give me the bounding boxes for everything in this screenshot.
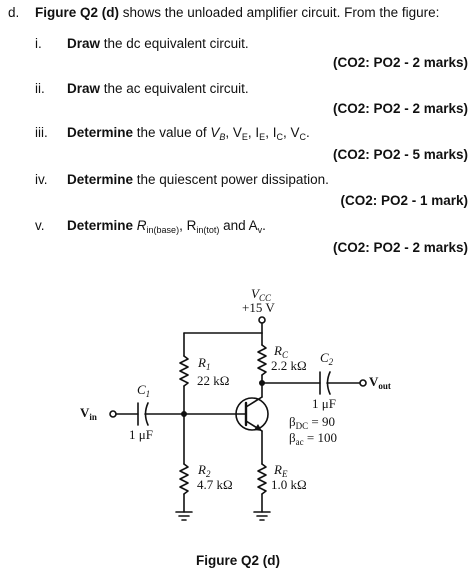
vout-terminal	[359, 379, 367, 387]
item-marks: (CO2: PO2 - 2 marks)	[332, 55, 468, 70]
sep: and A	[219, 218, 258, 233]
vout-label: Vout	[369, 374, 391, 391]
figure-ref: Figure Q2 (d)	[35, 5, 119, 20]
vcc-label: VCC	[251, 286, 272, 303]
var-sub: in(tot)	[196, 225, 220, 235]
var-ie-sub: E	[259, 132, 266, 142]
item-verb: Determine	[67, 218, 134, 233]
item-verb: Determine	[67, 172, 134, 187]
item-rest: the value of	[133, 125, 211, 140]
var-sub: v	[257, 225, 263, 235]
item-number: ii.	[35, 81, 45, 96]
sep: , I	[247, 125, 260, 140]
sep: , V	[282, 125, 300, 140]
item-number: v.	[35, 218, 45, 233]
vcc-terminal	[258, 316, 266, 324]
vcc-value: +15 V	[242, 300, 275, 315]
question-intro: Figure Q2 (d) shows the unloaded amplifi…	[35, 5, 439, 21]
item-text: Draw the dc equivalent circuit.	[67, 36, 249, 52]
beta-dc: βDC = 90	[289, 414, 335, 431]
sep: .	[305, 125, 310, 140]
var-sub: in(base)	[146, 225, 180, 235]
item-text: Determine Rin(base), Rin(tot) and Av.	[67, 218, 266, 238]
rc-value: 2.2 kΩ	[271, 358, 307, 373]
question-label: d.	[8, 5, 20, 20]
item-text: Determine the quiescent power dissipatio…	[67, 172, 329, 188]
item-marks: (CO2: PO2 - 2 marks)	[332, 101, 468, 116]
intro-text: shows the unloaded amplifier circuit. Fr…	[119, 5, 440, 20]
r2-value: 4.7 kΩ	[197, 477, 233, 492]
item-number: iv.	[35, 172, 48, 187]
item-number: i.	[35, 36, 42, 51]
rc-label: RC	[273, 343, 289, 360]
rc-resistor	[257, 344, 267, 376]
item-marks: (CO2: PO2 - 5 marks)	[332, 147, 468, 162]
r2-resistor	[179, 463, 189, 495]
item-verb: Draw	[67, 36, 101, 51]
sep: , V	[225, 125, 242, 140]
var-ic-sub: C	[276, 132, 283, 142]
item-verb: Draw	[67, 81, 101, 96]
sep: , R	[179, 218, 197, 233]
r2-label: R2	[197, 462, 211, 479]
re-value: 1.0 kΩ	[271, 477, 307, 492]
var-ve-sub: E	[241, 132, 248, 142]
sep: , I	[265, 125, 277, 140]
item-rest: the ac equivalent circuit.	[100, 81, 249, 96]
vin-terminal	[109, 410, 117, 418]
var-vb: VB	[210, 125, 226, 142]
item-text: Determine the value of VB, VE, IE, IC, V…	[67, 125, 310, 145]
r1-value: 22 kΩ	[197, 373, 229, 388]
item-marks: (CO2: PO2 - 1 mark)	[340, 193, 468, 208]
item-number: iii.	[35, 125, 48, 140]
var-vc-sub: C	[299, 132, 306, 142]
c1-value: 1 μF	[129, 427, 153, 442]
item-rest: the quiescent power dissipation.	[133, 172, 329, 187]
c2-value: 1 μF	[312, 396, 336, 411]
item-text: Draw the ac equivalent circuit.	[67, 81, 249, 97]
item-verb: Determine	[67, 125, 134, 140]
item-marks: (CO2: PO2 - 2 marks)	[332, 240, 468, 255]
r1-resistor	[179, 355, 189, 387]
figure-caption: Figure Q2 (d)	[196, 553, 280, 568]
re-resistor	[257, 463, 267, 495]
c2-label: C2	[320, 350, 334, 367]
c1-label: C1	[137, 382, 150, 399]
vin-label: Vin	[80, 405, 97, 422]
item-rest: the dc equivalent circuit.	[100, 36, 249, 51]
var-r: R	[136, 218, 147, 233]
sep: .	[262, 218, 266, 233]
re-label: RE	[273, 462, 288, 479]
r1-label: R1	[197, 355, 210, 372]
beta-ac: βac = 100	[289, 430, 337, 447]
